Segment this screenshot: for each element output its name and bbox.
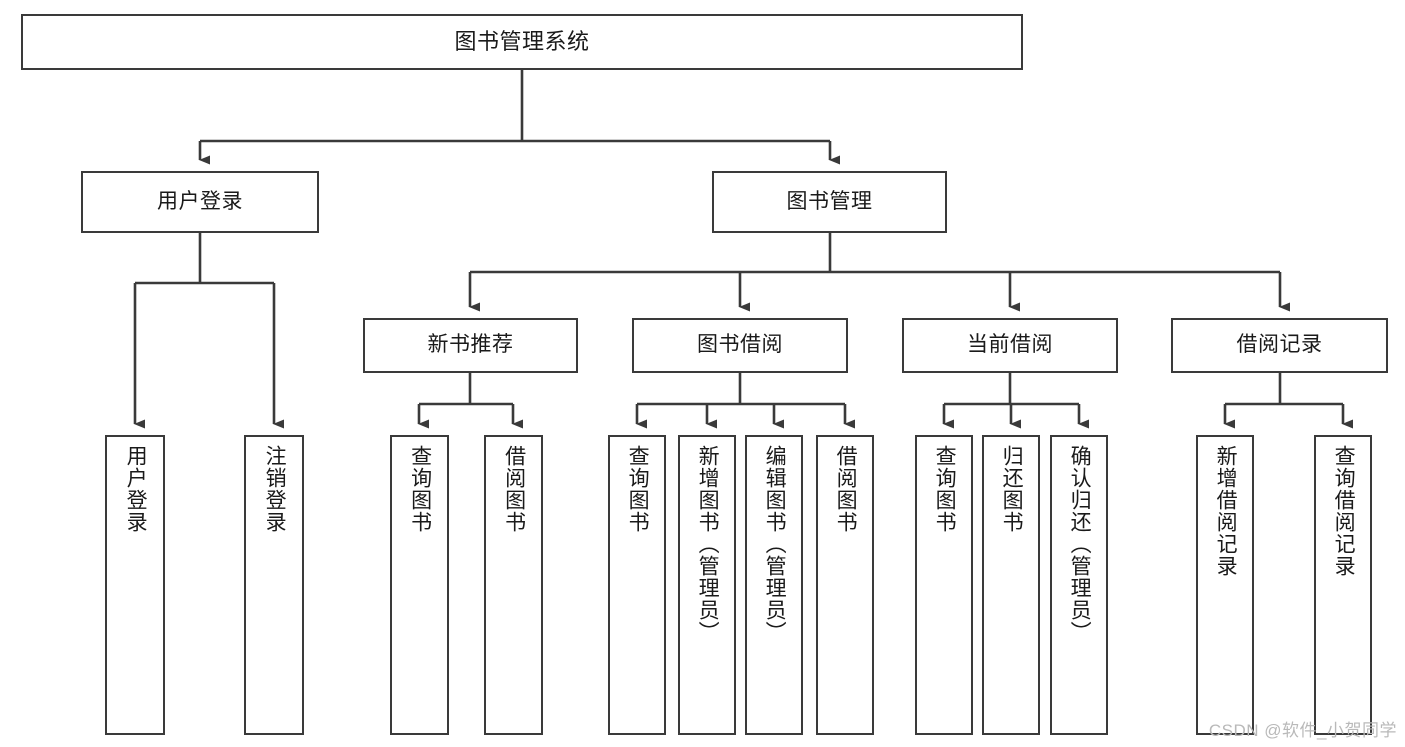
node-label: 用户登录 bbox=[124, 445, 148, 533]
node-label: 新增借阅记录 bbox=[1214, 445, 1238, 577]
node-book-borrow[interactable]: 图书借阅 bbox=[632, 318, 848, 373]
node-label: 归还图书 bbox=[1000, 445, 1024, 533]
node-leaf-user-login[interactable]: 用户登录 bbox=[105, 435, 165, 735]
node-leaf-query-borrow-record[interactable]: 查询借阅记录 bbox=[1314, 435, 1372, 735]
node-label: 查询图书 bbox=[626, 445, 650, 533]
node-label: 借阅记录 bbox=[1236, 333, 1323, 357]
node-label: 图书借阅 bbox=[697, 333, 783, 357]
node-leaf-query-book-3[interactable]: 查询图书 bbox=[915, 435, 973, 735]
node-label: 图书管理系统 bbox=[454, 29, 590, 55]
node-book-management[interactable]: 图书管理 bbox=[712, 171, 947, 233]
node-label: 编辑图书（管理员） bbox=[763, 445, 787, 643]
node-leaf-query-book-2[interactable]: 查询图书 bbox=[608, 435, 666, 735]
node-label: 注销登录 bbox=[263, 445, 287, 533]
node-label: 图书管理 bbox=[786, 189, 873, 213]
node-leaf-add-book[interactable]: 新增图书（管理员） bbox=[678, 435, 736, 735]
node-label: 查询图书 bbox=[408, 445, 432, 533]
node-leaf-edit-book[interactable]: 编辑图书（管理员） bbox=[745, 435, 803, 735]
node-label: 查询借阅记录 bbox=[1332, 445, 1356, 577]
node-label: 借阅图书 bbox=[834, 445, 858, 533]
node-label: 用户登录 bbox=[157, 189, 243, 213]
watermark: CSDN @软件_小贺同学 bbox=[1208, 721, 1397, 740]
node-new-book-recommend[interactable]: 新书推荐 bbox=[363, 318, 578, 373]
node-label: 当前借阅 bbox=[967, 333, 1053, 357]
node-label: 借阅图书 bbox=[502, 445, 526, 533]
node-user-login[interactable]: 用户登录 bbox=[81, 171, 319, 233]
node-leaf-borrow-book-2[interactable]: 借阅图书 bbox=[816, 435, 874, 735]
node-leaf-logout[interactable]: 注销登录 bbox=[244, 435, 304, 735]
node-leaf-borrow-book-1[interactable]: 借阅图书 bbox=[484, 435, 543, 735]
node-root-book-management-system[interactable]: 图书管理系统 bbox=[21, 14, 1023, 70]
node-current-borrow[interactable]: 当前借阅 bbox=[902, 318, 1118, 373]
node-leaf-query-book-1[interactable]: 查询图书 bbox=[390, 435, 449, 735]
node-label: 新增图书（管理员） bbox=[696, 445, 720, 643]
node-label: 查询图书 bbox=[933, 445, 957, 533]
node-borrow-record[interactable]: 借阅记录 bbox=[1171, 318, 1388, 373]
node-leaf-confirm-return[interactable]: 确认归还（管理员） bbox=[1050, 435, 1108, 735]
node-leaf-return-book[interactable]: 归还图书 bbox=[982, 435, 1040, 735]
node-label: 确认归还（管理员） bbox=[1068, 445, 1092, 643]
node-leaf-add-borrow-record[interactable]: 新增借阅记录 bbox=[1196, 435, 1254, 735]
node-label: 新书推荐 bbox=[427, 333, 514, 357]
